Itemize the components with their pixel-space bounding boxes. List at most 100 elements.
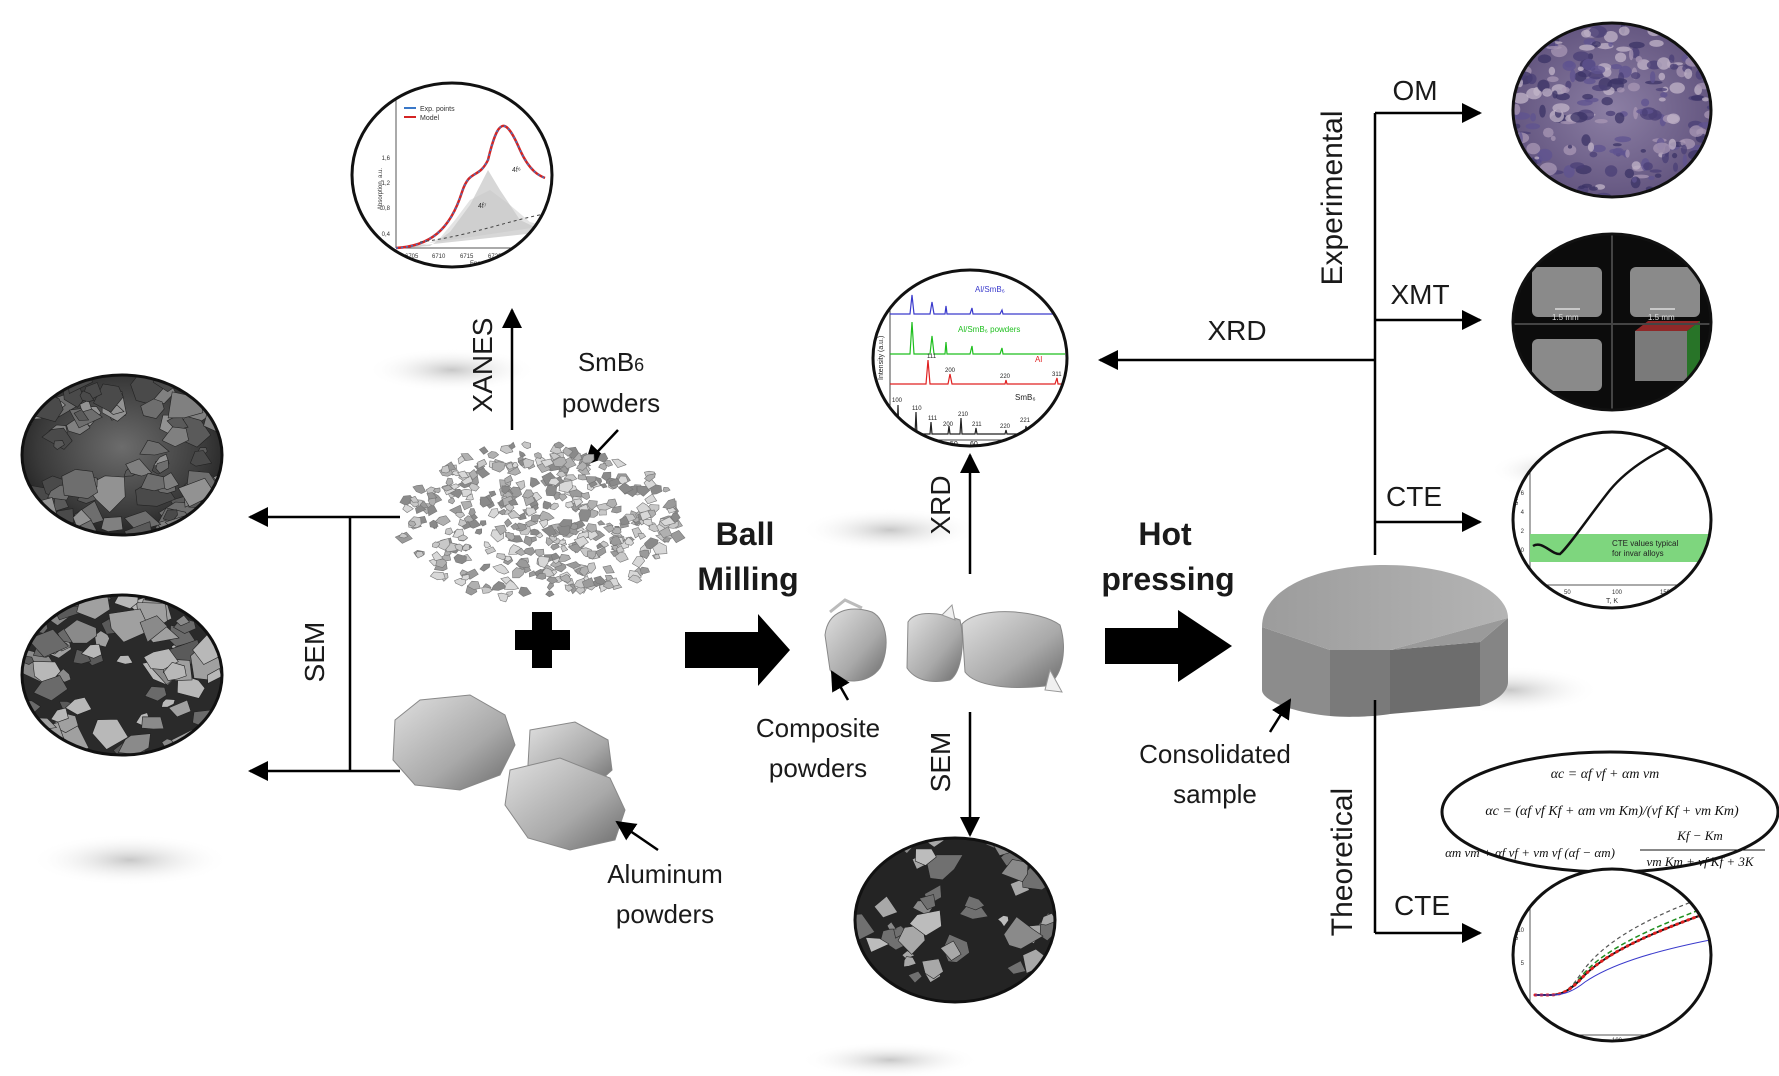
texture-fragment bbox=[468, 508, 476, 517]
texture-fragment bbox=[402, 503, 414, 513]
texture-fragment bbox=[461, 573, 470, 581]
texture-fragment bbox=[558, 493, 568, 502]
texture-fragment bbox=[552, 456, 567, 468]
texture-fragment bbox=[1581, 29, 1592, 38]
xanes-ytick: 0,8 bbox=[382, 206, 391, 212]
texture-fragment bbox=[429, 571, 446, 581]
texture-fragment bbox=[161, 426, 189, 447]
texture-fragment bbox=[1641, 98, 1650, 107]
texture-fragment bbox=[113, 595, 139, 610]
texture-fragment bbox=[23, 385, 42, 398]
xanes-xtick: 6710 bbox=[432, 254, 446, 260]
texture-fragment bbox=[440, 465, 450, 474]
texture-fragment bbox=[557, 539, 566, 545]
texture-fragment bbox=[144, 686, 167, 702]
cte-exp-xlabel: T, K bbox=[1606, 598, 1618, 605]
texture-fragment bbox=[541, 525, 557, 537]
texture-fragment bbox=[491, 461, 506, 473]
texture-fragment bbox=[915, 848, 937, 866]
cte-theoretical-plot: 0 5 10 50 100 150 T, K α x 10⁻⁶ bbox=[1511, 867, 1713, 1054]
texture-fragment bbox=[398, 532, 409, 539]
texture-fragment bbox=[1519, 30, 1538, 41]
texture-fragment bbox=[210, 400, 222, 418]
texture-fragment bbox=[1581, 134, 1591, 146]
texture-fragment bbox=[558, 480, 573, 493]
cte-equations-panel: αc = αf vf + αm vm αc = (αf vf Kf + αm v… bbox=[1440, 750, 1779, 874]
texture-fragment bbox=[504, 531, 516, 541]
xrd-trace-label: Al/SmB₆ powders bbox=[958, 325, 1020, 334]
ball-milling-label-line1: Ball bbox=[716, 516, 775, 552]
texture-fragment bbox=[454, 543, 463, 553]
consolidated-label-line2: sample bbox=[1173, 779, 1257, 809]
texture-fragment bbox=[1604, 31, 1618, 43]
texture-fragment bbox=[1612, 143, 1622, 147]
texture-fragment bbox=[1522, 26, 1527, 30]
texture-fragment bbox=[63, 619, 98, 644]
texture-fragment bbox=[521, 441, 532, 450]
texture-fragment bbox=[1513, 35, 1523, 43]
om-label: OM bbox=[1392, 75, 1437, 106]
texture-fragment bbox=[479, 563, 491, 572]
texture-fragment bbox=[91, 718, 129, 750]
texture-fragment bbox=[617, 482, 634, 495]
texture-fragment bbox=[1579, 44, 1595, 51]
texture-fragment bbox=[492, 563, 510, 575]
texture-fragment bbox=[190, 450, 213, 467]
texture-fragment bbox=[1648, 175, 1655, 181]
consolidated-label-line1: Consolidated bbox=[1139, 739, 1291, 769]
texture-fragment bbox=[648, 523, 660, 533]
texture-fragment bbox=[639, 566, 651, 574]
texture-fragment bbox=[518, 586, 532, 597]
texture-fragment bbox=[1699, 187, 1711, 194]
texture-fragment bbox=[461, 488, 473, 497]
texture-fragment bbox=[1591, 41, 1601, 48]
texture-fragment bbox=[451, 470, 461, 477]
cte-theo-xlabel: T, K bbox=[1606, 1047, 1618, 1054]
texture-fragment bbox=[627, 574, 643, 584]
texture-fragment bbox=[409, 495, 420, 503]
texture-fragment bbox=[1673, 162, 1678, 172]
texture-fragment bbox=[1036, 972, 1055, 997]
texture-fragment bbox=[1624, 168, 1635, 179]
texture-fragment bbox=[1513, 148, 1525, 156]
texture-fragment bbox=[1701, 97, 1710, 102]
texture-fragment bbox=[440, 484, 454, 492]
texture-fragment bbox=[1562, 60, 1576, 71]
texture-fragment bbox=[528, 570, 537, 578]
texture-fragment bbox=[603, 524, 615, 533]
texture-fragment bbox=[1561, 86, 1570, 93]
texture-fragment bbox=[644, 537, 659, 549]
texture-fragment bbox=[477, 458, 488, 469]
texture-fragment bbox=[496, 553, 506, 561]
texture-fragment bbox=[559, 574, 572, 583]
texture-fragment bbox=[479, 520, 487, 527]
texture-fragment bbox=[1615, 52, 1627, 63]
texture-fragment bbox=[909, 909, 942, 937]
texture-fragment bbox=[108, 608, 151, 643]
smb6-label-line1: SmB6 bbox=[578, 347, 644, 377]
texture-fragment bbox=[1569, 69, 1576, 83]
texture-fragment bbox=[1527, 73, 1537, 85]
texture-fragment bbox=[502, 495, 515, 507]
texture-fragment bbox=[415, 504, 427, 515]
texture-fragment bbox=[530, 514, 542, 523]
texture-fragment bbox=[669, 530, 686, 544]
xanes-label: XANES bbox=[467, 318, 498, 413]
texture-fragment bbox=[602, 580, 615, 590]
texture-fragment bbox=[1631, 161, 1641, 170]
texture-fragment bbox=[1573, 51, 1590, 62]
ball-milling-label-line2: Milling bbox=[697, 561, 798, 597]
texture-fragment bbox=[546, 576, 559, 585]
texture-fragment bbox=[534, 548, 545, 557]
texture-fragment bbox=[415, 551, 424, 559]
texture-fragment bbox=[636, 502, 652, 514]
texture-fragment bbox=[1635, 56, 1643, 63]
texture-fragment bbox=[143, 648, 179, 670]
xanes-peak-label-1: 4f⁷ bbox=[478, 203, 487, 210]
composite-powders-image bbox=[824, 598, 1064, 693]
aluminum-grains-image bbox=[392, 694, 626, 851]
texture-fragment bbox=[465, 493, 474, 501]
texture-fragment bbox=[1610, 64, 1623, 70]
texture-fragment bbox=[507, 498, 519, 506]
texture-fragment bbox=[1618, 26, 1630, 36]
